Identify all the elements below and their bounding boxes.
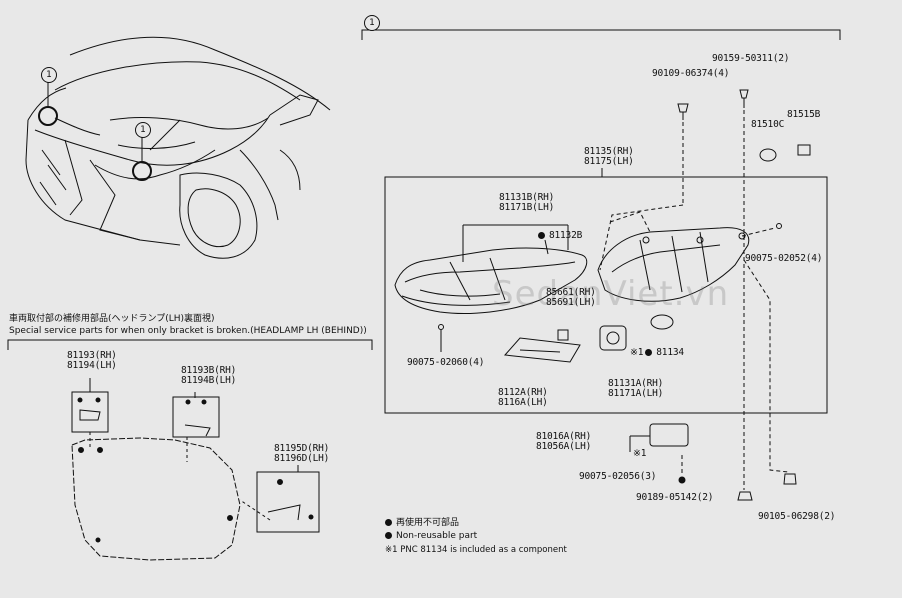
label-81131a: 81131A(RH) 81171A(LH): [608, 378, 664, 399]
non-reusable-dot: [538, 232, 545, 239]
legend-jp: 再使用不可部品: [396, 518, 460, 528]
callout-1-left-lamp: 1: [41, 67, 57, 83]
label-81515b: 81515B: [787, 109, 821, 120]
label-90075-02056: 90075-02056(3): [579, 471, 657, 482]
gasket-ring-drawing: [650, 314, 674, 330]
label-90189: 90189-05142(2): [636, 492, 714, 503]
fasteners-drawing: [438, 89, 797, 501]
headlamp-back-outline: [71, 391, 314, 561]
label-8112a: 8112A(RH) 8116A(LH): [498, 387, 548, 408]
assembly-bracket: [361, 29, 841, 40]
non-reusable-dot: [645, 349, 653, 356]
label-81016a: 81016A(RH) 81056A(LH): [536, 431, 592, 452]
callout-1-right-lamp: 1: [135, 122, 151, 138]
label-81134-text: 81134: [656, 347, 684, 358]
connector-drawing: [797, 144, 811, 156]
headlamp-assembly-frame: [384, 176, 828, 414]
legend-line-1: 再使用不可部品: [385, 518, 459, 528]
label-81132b: 81132B: [538, 231, 582, 241]
label-81193b: 81193B(RH) 81194B(LH): [181, 365, 237, 386]
label-90109: 90109-06374(4): [652, 68, 730, 79]
legend-dot-icon: [385, 519, 392, 526]
leader-lines: [599, 110, 789, 490]
label-90075-02052: 90075-02052(4): [745, 253, 823, 264]
label-81510c: 81510C: [751, 119, 785, 130]
car-front-illustration: [25, 36, 331, 259]
service-parts-title-jp: 車両取付部の補修用部品(ヘッドランプ(LH)裏面視): [9, 314, 215, 324]
legend-line-3: ※1 PNC 81134 is included as a component: [385, 545, 567, 555]
label-90075-02060: 90075-02060(4): [407, 357, 485, 368]
service-parts-title-en: Special service parts for when only brac…: [9, 326, 367, 336]
label-81134-mark: ※1: [630, 347, 644, 358]
cap-drawing: [759, 148, 777, 162]
headlamp-housing-drawing: [597, 227, 750, 302]
legend-line-2: Non-reusable part: [385, 531, 477, 541]
bulb-socket-drawing: [599, 325, 627, 351]
label-81131b: 81131B(RH) 81171B(LH): [499, 192, 555, 213]
service-parts-bracket: [7, 339, 373, 350]
label-81016a-mark: ※1: [633, 448, 647, 459]
label-81132b-text: 81132B: [549, 230, 583, 241]
bracket-drawing: [503, 337, 581, 363]
bracket-box-b: [172, 396, 220, 438]
legend-en: Non-reusable part: [396, 531, 478, 541]
label-81135: 81135(RH) 81175(LH): [584, 146, 634, 167]
label-85661: 85661(RH) 85691(LH): [546, 287, 596, 308]
bracket-box-d: [256, 471, 320, 533]
label-90105: 90105-06298(2): [758, 511, 836, 522]
label-81195d: 81195D(RH) 81196D(LH): [274, 443, 330, 464]
headlamp-unit-drawing: [394, 224, 588, 314]
label-90159: 90159-50311(2): [712, 53, 790, 64]
label-81134: ※1 81134: [630, 348, 684, 358]
legend-dot-icon: [385, 532, 392, 539]
control-module-drawing: [649, 423, 689, 447]
callout-1-assembly: 1: [364, 15, 380, 31]
label-81193: 81193(RH) 81194(LH): [67, 350, 117, 371]
